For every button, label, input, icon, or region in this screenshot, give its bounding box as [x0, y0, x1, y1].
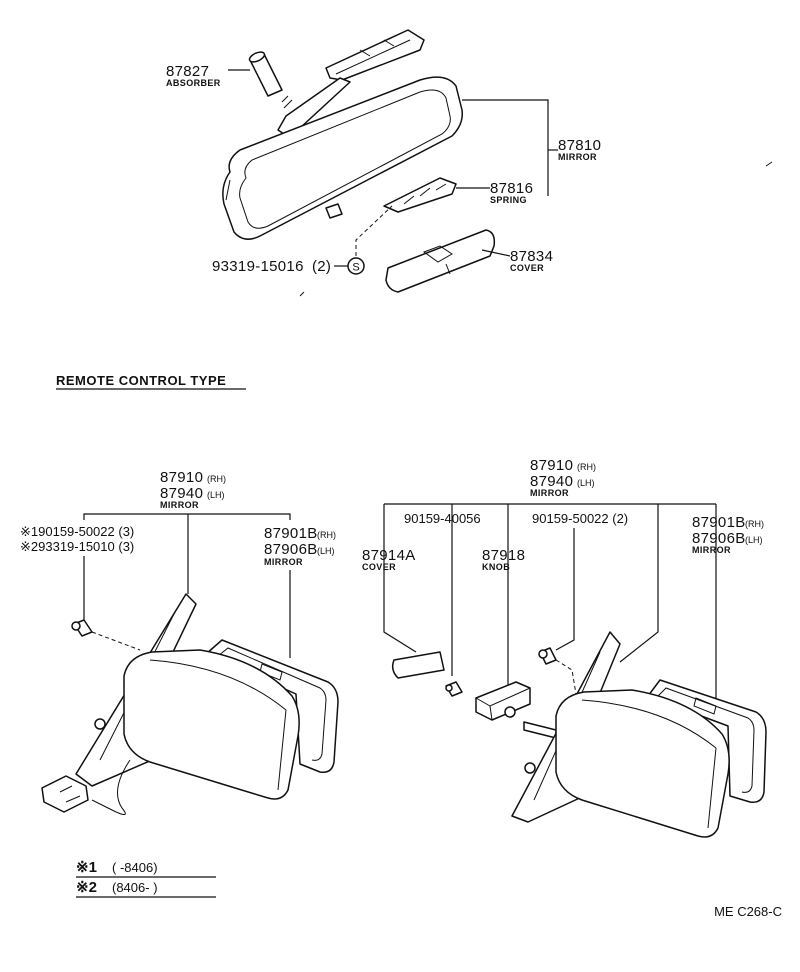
svg-text:REMOTE CONTROL TYPE: REMOTE CONTROL TYPE: [56, 373, 226, 388]
spring-number: 87816: [490, 180, 533, 197]
mirror-name: MIRROR: [558, 152, 597, 162]
right-mirror-lh-suffix: (LH): [577, 478, 595, 488]
right-mirror-housing: [555, 689, 730, 838]
spring-name: SPRING: [490, 195, 527, 205]
screw-symbol: S: [347, 257, 365, 275]
note-2-range: (8406- ): [112, 880, 158, 895]
note-1-mark: ※1: [76, 859, 97, 876]
screw-qty: (2): [312, 258, 331, 275]
left-remote-mirror-group: 87910 (RH) 87940 (LH) MIRROR 87901B (RH)…: [20, 469, 339, 815]
mirror-number: 87810: [558, 137, 601, 154]
right-glass-lh-suffix: (LH): [745, 535, 763, 545]
section-title: REMOTE CONTROL TYPE: [56, 373, 246, 390]
left-mirror-rh-number: 87910: [160, 469, 203, 486]
left-connector: [41, 775, 89, 813]
left-glass-rh-number: 87901B: [264, 525, 318, 542]
left-mirror-housing: [123, 649, 300, 800]
left-glass-lh-number: 87906B: [264, 541, 318, 558]
cover-name: COVER: [510, 263, 544, 273]
cover-number: 87834: [510, 248, 553, 265]
right-glass-name: MIRROR: [692, 545, 731, 555]
right-cover-part: [391, 651, 445, 679]
footnotes: ※1 ( -8406) ※2 (8406- ): [76, 859, 216, 898]
right-mirror-lh-number: 87940: [530, 473, 573, 490]
right-knob-name: KNOB: [482, 562, 510, 572]
left-screw-1: ※190159-50022 (3): [20, 524, 134, 539]
left-screw-part: [71, 619, 93, 637]
right-knob-part: [475, 681, 531, 721]
cover-part: [385, 229, 496, 293]
left-mirror-glass: [205, 639, 339, 774]
mount-bracket: [325, 29, 425, 81]
right-cover-name: COVER: [362, 562, 396, 572]
absorber-name: ABSORBER: [166, 78, 221, 88]
right-mirror-rh-suffix: (RH): [577, 462, 596, 472]
left-glass-rh-suffix: (RH): [317, 530, 336, 540]
spring-part: [383, 177, 457, 213]
right-remote-mirror-group: 87910 (RH) 87940 (LH) MIRROR 90159-40056…: [362, 457, 767, 838]
right-mirror-glass: [647, 679, 767, 804]
left-glass-lh-suffix: (LH): [317, 546, 335, 556]
right-mirror-name: MIRROR: [530, 488, 569, 498]
inner-mirror-group: S 87827 ABSORBER 87810 MIRROR 87816 SPRI…: [166, 29, 601, 293]
absorber-number: 87827: [166, 63, 209, 80]
left-screw-2: ※293319-15010 (3): [20, 539, 134, 554]
right-glass-rh-suffix: (RH): [745, 519, 764, 529]
right-screw-a: 90159-40056: [404, 511, 481, 526]
note-1-range: ( -8406): [112, 860, 158, 875]
right-screw-a-part: [445, 681, 463, 697]
reference-code: ME C268-C: [714, 904, 782, 919]
right-mirror-rh-number: 87910: [530, 457, 573, 474]
left-mirror-lh-suffix: (LH): [207, 490, 225, 500]
left-mirror-name: MIRROR: [160, 500, 199, 510]
right-glass-lh-number: 87906B: [692, 530, 746, 547]
right-glass-rh-number: 87901B: [692, 514, 746, 531]
left-mirror-lh-number: 87940: [160, 485, 203, 502]
right-knob-number: 87918: [482, 547, 525, 564]
right-screw-b-part: [538, 647, 557, 665]
screw-number: 93319-15016: [212, 258, 304, 275]
absorber-part: [248, 51, 283, 97]
inner-mirror-body: [222, 76, 464, 240]
right-screw-b: 90159-50022 (2): [532, 511, 628, 526]
right-cover-number: 87914A: [362, 547, 416, 564]
note-2-mark: ※2: [76, 879, 97, 896]
left-glass-name: MIRROR: [264, 557, 303, 567]
left-mirror-rh-suffix: (RH): [207, 474, 226, 484]
svg-text:S: S: [352, 262, 359, 274]
